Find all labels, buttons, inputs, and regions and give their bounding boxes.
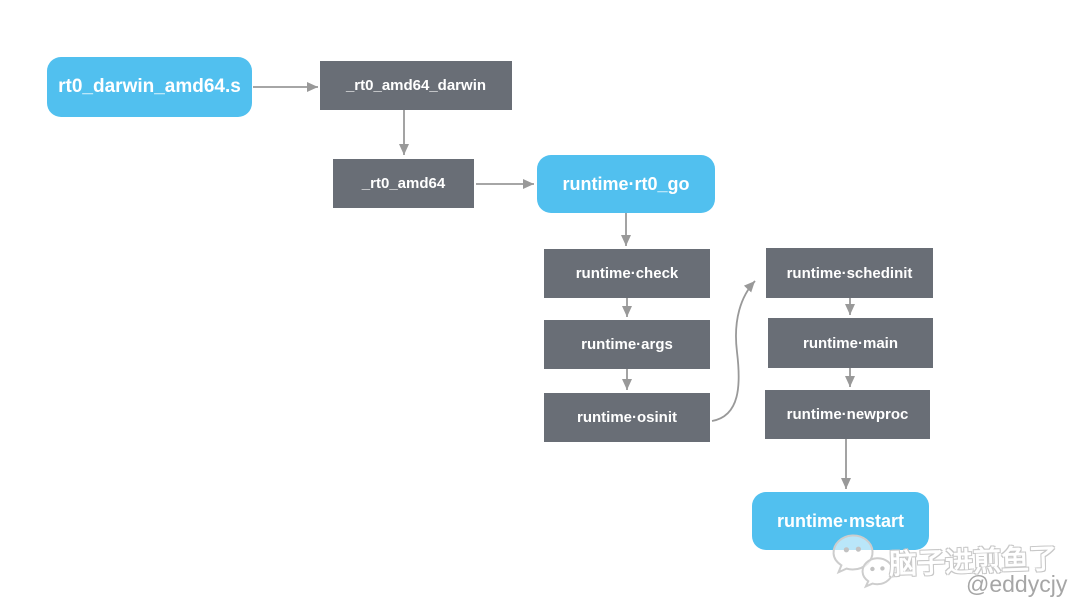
node-runtime-check: runtime·check xyxy=(544,249,710,298)
node-runtime-newproc: runtime·newproc xyxy=(765,390,930,439)
node-rt0-amd64-darwin: _rt0_amd64_darwin xyxy=(320,61,512,110)
node-runtime-schedinit: runtime·schedinit xyxy=(766,248,933,298)
node-rt0-darwin-amd64-s: rt0_darwin_amd64.s xyxy=(47,57,252,117)
edge-osinit-to-schedinit xyxy=(711,280,756,422)
node-runtime-rt0-go: runtime·rt0_go xyxy=(537,155,715,213)
node-runtime-osinit: runtime·osinit xyxy=(544,393,710,442)
node-runtime-main: runtime·main xyxy=(768,318,933,368)
node-runtime-args: runtime·args xyxy=(544,320,710,369)
node-rt0-amd64: _rt0_amd64 xyxy=(333,159,474,208)
wechat-icon xyxy=(832,534,894,589)
watermark-handle-text: @eddycjy xyxy=(966,571,1068,597)
